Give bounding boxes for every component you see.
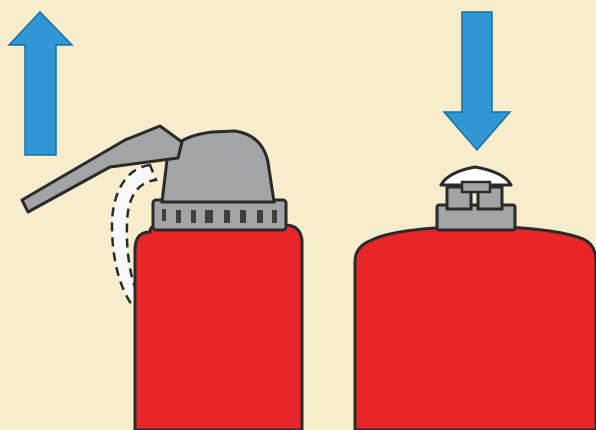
extinguisher-body-right	[355, 226, 596, 430]
valve-collar	[153, 200, 286, 230]
extinguisher-body-left	[135, 225, 302, 430]
